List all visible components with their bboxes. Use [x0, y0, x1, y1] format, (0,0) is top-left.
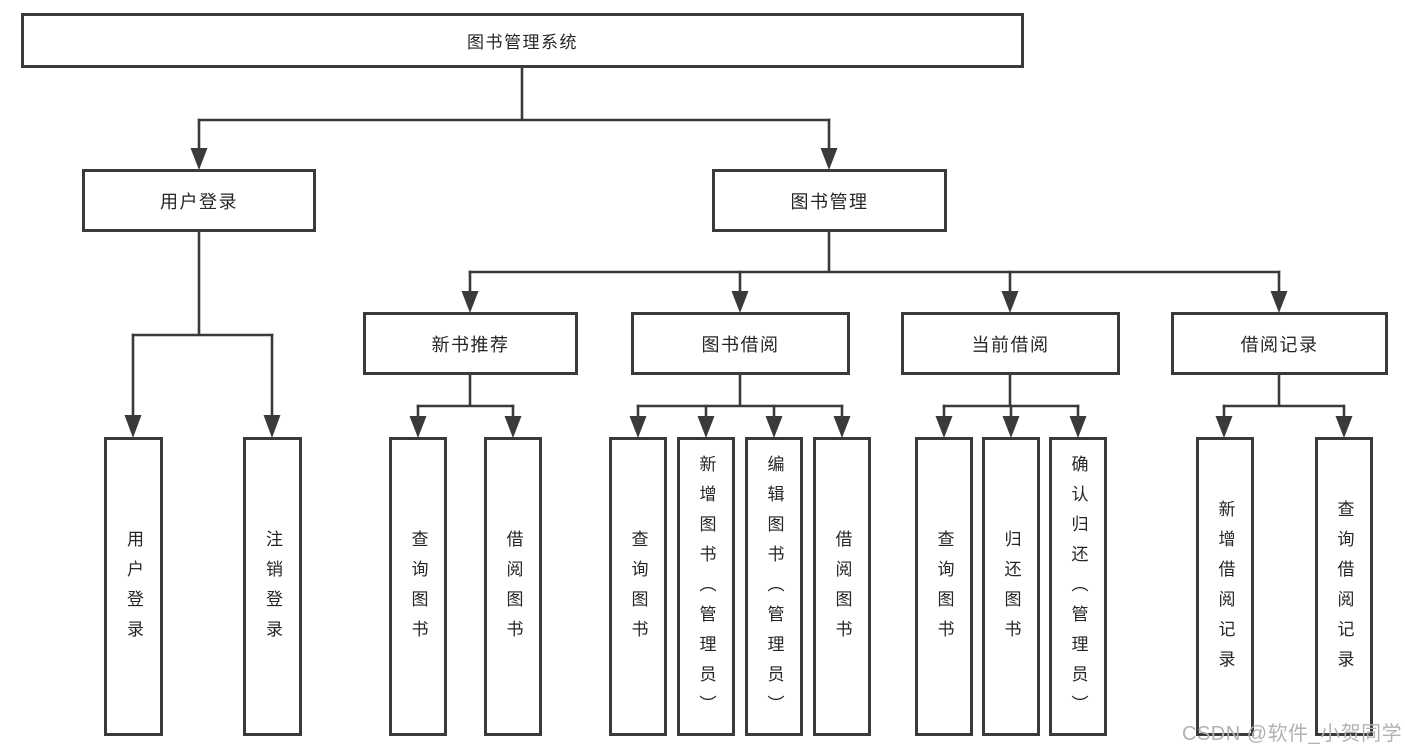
node-label: 查询图书: [934, 529, 954, 650]
node-label: 借阅图书: [503, 529, 523, 650]
node-label: 当前借阅: [971, 334, 1050, 355]
leaf-borrow-books-1: 借阅图书: [484, 437, 542, 736]
leaf-query-borrow-record: 查询借阅记录: [1315, 437, 1373, 736]
node-label: 借阅图书: [832, 529, 852, 650]
node-library-system: 图书管理系统: [21, 13, 1024, 68]
node-current-borrow: 当前借阅: [901, 312, 1120, 375]
node-label: 用户登录: [160, 191, 238, 212]
node-label: 新增图书（管理员）: [696, 454, 716, 725]
node-label: 用户登录: [124, 529, 143, 650]
leaf-edit-books-admin: 编辑图书（管理员）: [745, 437, 803, 736]
node-label: 查询借阅记录: [1334, 499, 1354, 680]
leaf-add-borrow-record: 新增借阅记录: [1196, 437, 1254, 736]
leaf-return-books: 归还图书: [982, 437, 1040, 736]
leaf-query-books-1: 查询图书: [389, 437, 447, 736]
node-label: 查询图书: [628, 529, 648, 650]
leaf-user-login: 用户登录: [104, 437, 163, 736]
node-label: 图书管理系统: [467, 33, 578, 52]
node-label: 归还图书: [1001, 529, 1021, 650]
node-label: 注销登录: [263, 529, 282, 650]
node-label: 编辑图书（管理员）: [764, 454, 784, 725]
node-new-book-recommend: 新书推荐: [363, 312, 578, 375]
node-label: 新书推荐: [431, 334, 510, 355]
node-borrow-records: 借阅记录: [1171, 312, 1388, 375]
node-label: 图书管理: [790, 191, 869, 212]
leaf-confirm-return-admin: 确认归还（管理员）: [1049, 437, 1107, 736]
leaf-query-books-2: 查询图书: [609, 437, 667, 736]
leaf-logout: 注销登录: [243, 437, 302, 736]
leaf-add-books-admin: 新增图书（管理员）: [677, 437, 735, 736]
node-label: 图书借阅: [701, 334, 780, 355]
leaf-borrow-books-2: 借阅图书: [813, 437, 871, 736]
node-label: 确认归还（管理员）: [1068, 454, 1088, 725]
node-book-borrow: 图书借阅: [631, 312, 850, 375]
leaf-query-books-3: 查询图书: [915, 437, 973, 736]
csdn-watermark: CSDN @软件_小贺同学: [1182, 723, 1403, 745]
node-user-login: 用户登录: [82, 169, 316, 232]
node-label: 新增借阅记录: [1215, 499, 1235, 680]
arrowhead-icons: [124, 148, 1353, 438]
node-label: 借阅记录: [1240, 334, 1319, 355]
node-book-management: 图书管理: [712, 169, 947, 232]
node-label: 查询图书: [408, 529, 428, 650]
